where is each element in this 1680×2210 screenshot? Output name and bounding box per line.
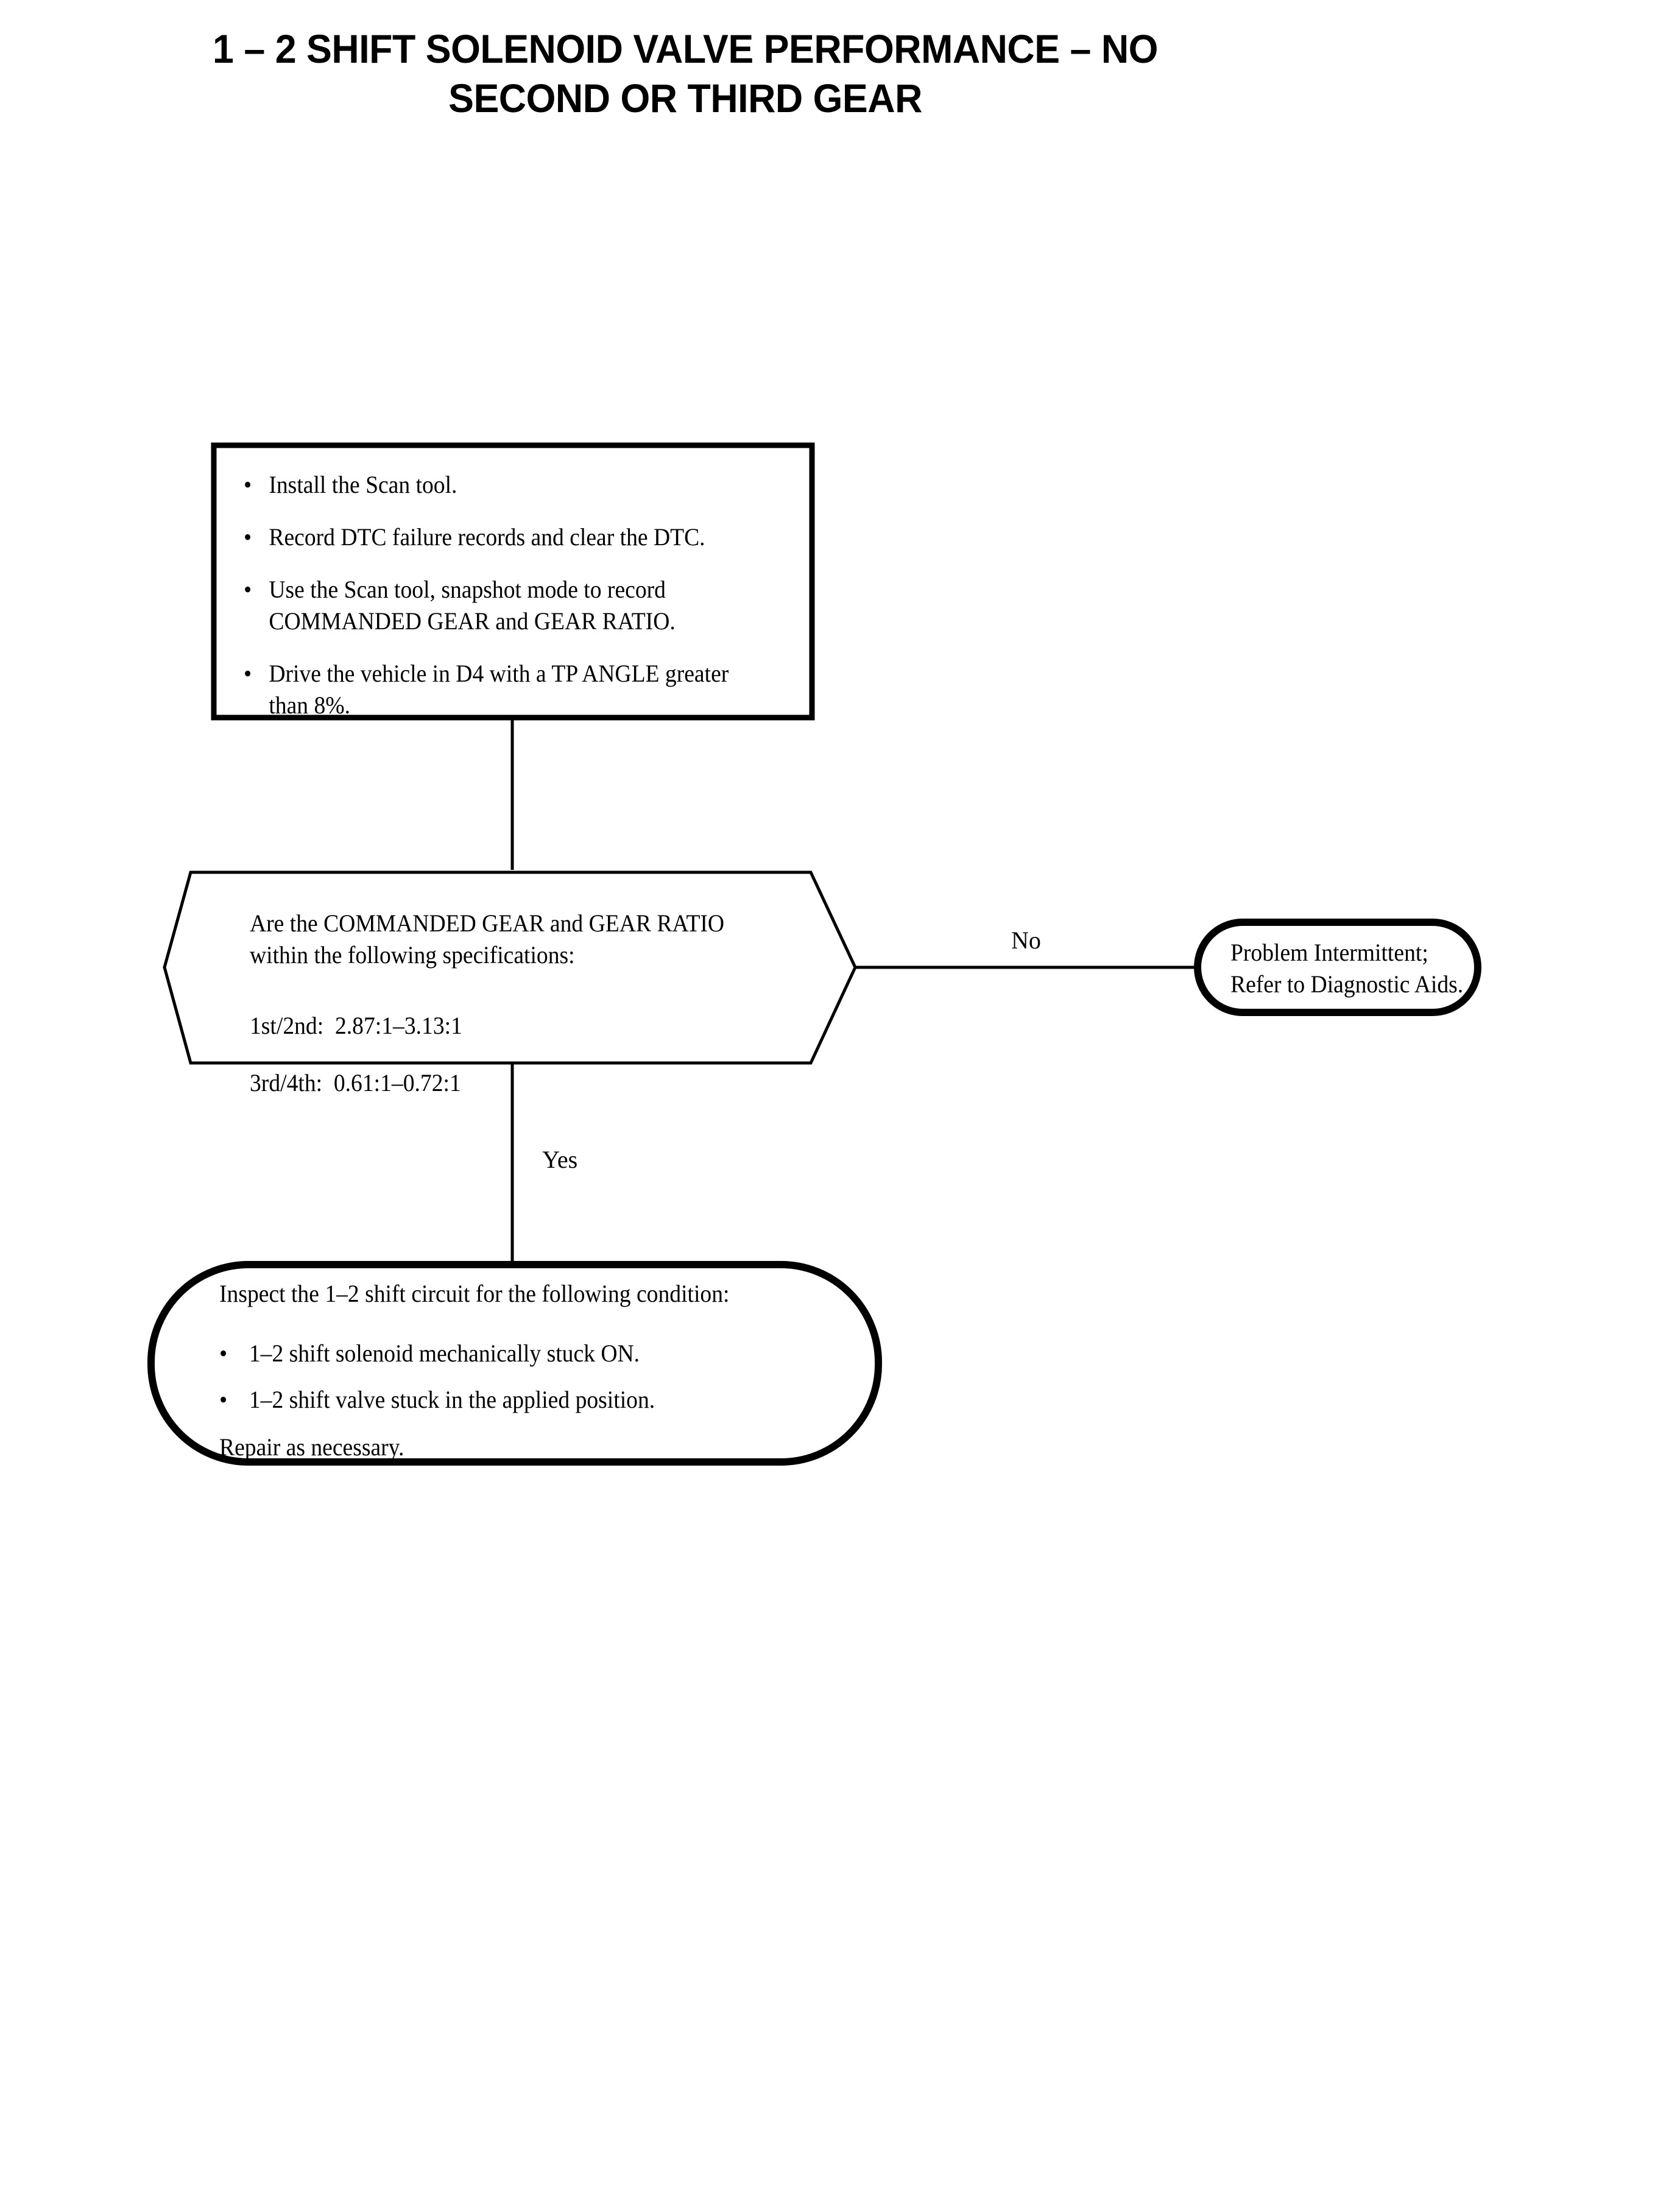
decision-question-line-2: within the following specifications:	[250, 941, 575, 969]
terminal-no-line-1: Problem Intermittent;	[1230, 939, 1428, 966]
decision-question-line-1: Are the COMMANDED GEAR and GEAR RATIO	[250, 909, 725, 937]
bullet-icon: •	[219, 1386, 228, 1413]
process-bullet-line: Use the Scan tool, snapshot mode to reco…	[269, 576, 666, 603]
process-bullet-line: than 8%.	[269, 691, 351, 719]
terminal-no-content: Problem Intermittent; Refer to Diagnosti…	[1230, 937, 1471, 1000]
process-bullet-text: Use the Scan tool, snapshot mode to reco…	[269, 574, 793, 637]
page-title-line-2: SECOND OR THIRD GEAR	[448, 75, 922, 121]
decision-spec-1st-2nd: 1st/2nd: 2.87:1–3.13:1	[250, 1012, 462, 1039]
page-title-line-1: 1 – 2 SHIFT SOLENOID VALVE PERFORMANCE –…	[213, 26, 1158, 71]
bullet-icon: •	[244, 523, 252, 551]
process-bullet-line: Install the Scan tool.	[269, 471, 457, 498]
process-bullet-line: Drive the vehicle in D4 with a TP ANGLE …	[269, 660, 729, 687]
process-bullet-item: • Use the Scan tool, snapshot mode to re…	[244, 574, 793, 637]
terminal-yes-bullet-list: • 1–2 shift solenoid mechanically stuck …	[219, 1338, 803, 1416]
process-bullet-text: Install the Scan tool.	[269, 469, 793, 501]
process-box-content: • Install the Scan tool. • Record DTC fa…	[244, 469, 793, 721]
process-bullet-text: Drive the vehicle in D4 with a TP ANGLE …	[269, 658, 793, 721]
bullet-icon: •	[219, 1340, 228, 1367]
page-title: 1 – 2 SHIFT SOLENOID VALVE PERFORMANCE –…	[34, 24, 1336, 122]
terminal-yes-content: Inspect the 1–2 shift circuit for the fo…	[219, 1278, 803, 1463]
terminal-no-line-2: Refer to Diagnostic Aids.	[1230, 970, 1464, 998]
process-bullet-item: • Record DTC failure records and clear t…	[244, 521, 793, 553]
bullet-icon: •	[244, 660, 252, 687]
terminal-yes-heading: Inspect the 1–2 shift circuit for the fo…	[219, 1280, 730, 1307]
bullet-icon: •	[244, 471, 252, 498]
terminal-yes-bullet-item: • 1–2 shift solenoid mechanically stuck …	[219, 1338, 803, 1369]
terminal-yes-bullet-text: 1–2 shift solenoid mechanically stuck ON…	[249, 1340, 640, 1367]
process-bullet-text: Record DTC failure records and clear the…	[269, 521, 793, 553]
terminal-yes-bullet-item: • 1–2 shift valve stuck in the applied p…	[219, 1384, 803, 1416]
branch-label-yes: Yes	[542, 1146, 578, 1173]
bullet-icon: •	[244, 576, 252, 603]
process-bullet-line: Record DTC failure records and clear the…	[269, 523, 705, 551]
process-bullet-line: COMMANDED GEAR and GEAR RATIO.	[269, 607, 676, 635]
branch-label-no: No	[1011, 927, 1041, 954]
terminal-yes-bullet-text: 1–2 shift valve stuck in the applied pos…	[249, 1386, 655, 1413]
decision-spec-3rd-4th: 3rd/4th: 0.61:1–0.72:1	[250, 1069, 461, 1096]
process-bullet-item: • Drive the vehicle in D4 with a TP ANGL…	[244, 658, 793, 721]
decision-content: Are the COMMANDED GEAR and GEAR RATIO wi…	[250, 908, 822, 1099]
terminal-yes-closing: Repair as necessary.	[219, 1433, 404, 1461]
process-bullet-item: • Install the Scan tool.	[244, 469, 793, 501]
